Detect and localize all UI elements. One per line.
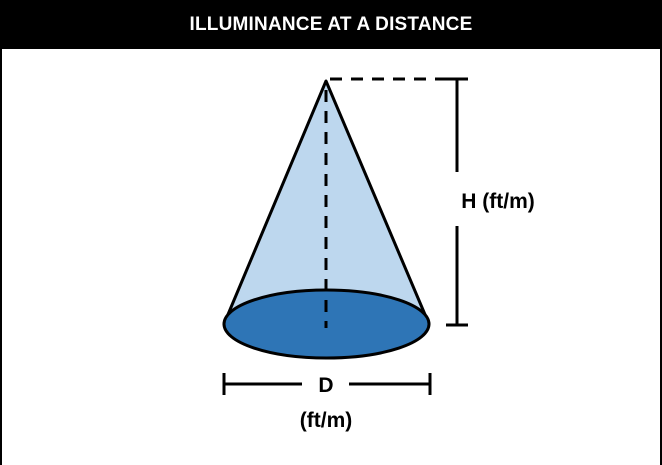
diameter-dimension: D (ft/m) [222, 373, 432, 432]
header-bar: ILLUMINANCE AT A DISTANCE [0, 0, 662, 49]
height-dimension: H (ft/m) [446, 77, 535, 327]
diameter-label: D [318, 374, 333, 397]
right-border [660, 49, 662, 465]
left-border [0, 49, 2, 465]
diameter-unit-label: (ft/m) [300, 409, 352, 432]
height-label: H (ft/m) [461, 190, 534, 213]
page-title: ILLUMINANCE AT A DISTANCE [189, 13, 473, 35]
